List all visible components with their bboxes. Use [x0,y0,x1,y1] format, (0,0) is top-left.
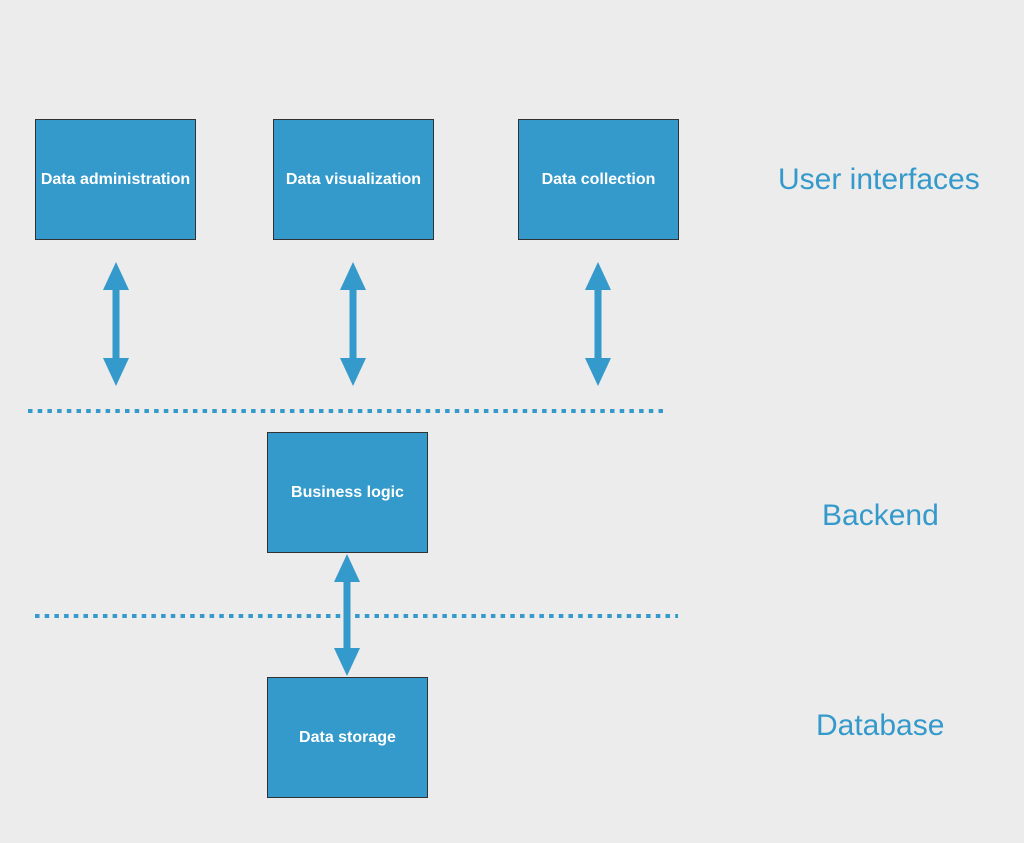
node-data-storage: Data storage [267,677,428,798]
bidirectional-arrow-icon [585,262,611,386]
bidirectional-arrow-icon [334,554,360,676]
layer-label-database: Database [816,709,945,742]
node-data-visualization: Data visualization [273,119,434,240]
bidirectional-arrow-icon [103,262,129,386]
node-label: Data collection [541,170,656,188]
node-label: Data administration [40,170,191,188]
node-label: Data visualization [285,170,422,188]
bidirectional-arrow-icon [340,262,366,386]
node-business-logic: Business logic [267,432,428,553]
node-data-collection: Data collection [518,119,679,240]
node-label: Business logic [291,483,404,501]
layer-label-user-interfaces: User interfaces [778,163,980,196]
node-label: Data storage [299,728,396,746]
layer-label-backend: Backend [822,499,939,532]
node-data-administration: Data administration [35,119,196,240]
